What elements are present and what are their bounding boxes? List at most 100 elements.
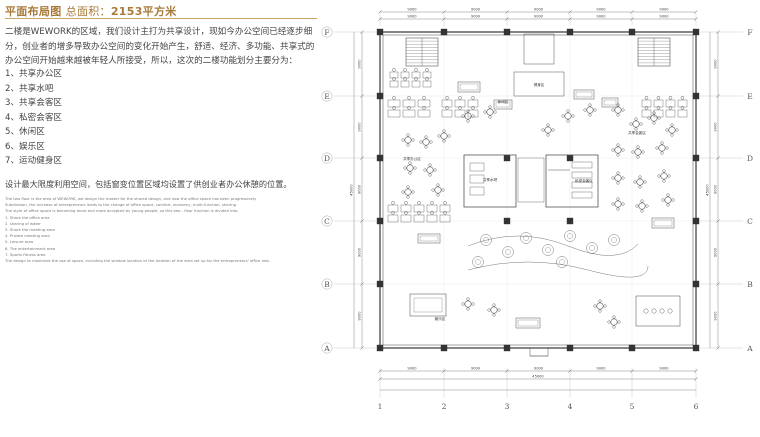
workstation-desk bbox=[411, 80, 421, 88]
workstation-desk bbox=[389, 80, 399, 88]
round-table bbox=[614, 106, 622, 114]
chair bbox=[641, 150, 645, 154]
zone-item: 1、共享办公区 bbox=[5, 69, 63, 79]
dimension-tick bbox=[378, 10, 382, 14]
planter bbox=[608, 234, 620, 246]
dimension-text: 9000 bbox=[471, 367, 481, 371]
chair bbox=[629, 122, 633, 126]
chair bbox=[571, 114, 575, 118]
zone-item: 2、共享水吧 bbox=[5, 83, 54, 94]
structural-column bbox=[503, 154, 511, 162]
chair bbox=[612, 325, 616, 329]
workstation-chair bbox=[425, 77, 429, 81]
chair bbox=[461, 114, 465, 118]
area-label: 总面积： bbox=[65, 5, 111, 18]
chair bbox=[406, 143, 410, 147]
structural-column bbox=[566, 217, 574, 225]
round-table bbox=[544, 126, 552, 134]
structural-column bbox=[440, 344, 448, 352]
core-corridor bbox=[517, 157, 545, 203]
round-table bbox=[614, 146, 622, 154]
chair bbox=[598, 309, 602, 313]
chair bbox=[616, 171, 620, 175]
pool-table-felt bbox=[413, 297, 443, 313]
dimension-text: 9000 bbox=[358, 311, 362, 321]
workstation-chair bbox=[668, 96, 673, 100]
sofa bbox=[493, 99, 513, 110]
workstation-desk bbox=[389, 71, 399, 79]
dimension-text: 9000 bbox=[471, 15, 481, 19]
workstation-chair bbox=[391, 201, 395, 205]
chair bbox=[647, 116, 651, 120]
workstation-desk bbox=[400, 204, 412, 213]
pool-table bbox=[409, 293, 447, 317]
workstation-chair bbox=[392, 68, 396, 72]
core-table bbox=[469, 174, 485, 184]
building-walls bbox=[376, 28, 700, 357]
workstation-desk bbox=[422, 80, 432, 88]
chair bbox=[408, 171, 412, 175]
workstation-chair bbox=[471, 96, 475, 100]
sofa bbox=[515, 317, 541, 329]
round-table bbox=[668, 126, 676, 134]
workstation-chair bbox=[656, 96, 661, 100]
fitness-equipment bbox=[659, 308, 665, 314]
chair bbox=[428, 173, 432, 177]
zone-item: 5、休闲区 bbox=[5, 127, 45, 137]
english-line: 5. Leisure area bbox=[5, 239, 34, 245]
english-line: 6. The entertainment area bbox=[5, 245, 56, 251]
row-axis-label-left: D bbox=[324, 154, 330, 163]
dimension-text: 9000 bbox=[596, 8, 606, 12]
workstation-desk bbox=[413, 204, 425, 213]
chair bbox=[621, 202, 625, 206]
workstation-desk bbox=[665, 99, 676, 108]
chair bbox=[566, 119, 570, 123]
dimension-total-text: 45000 bbox=[706, 184, 710, 196]
chair bbox=[561, 114, 565, 118]
workstation-desk bbox=[454, 99, 466, 108]
round-table bbox=[660, 172, 668, 180]
workstation-desk bbox=[387, 214, 399, 223]
round-table bbox=[404, 188, 412, 196]
chair bbox=[675, 128, 679, 132]
round-table bbox=[426, 166, 434, 174]
chair bbox=[598, 299, 602, 303]
chair bbox=[487, 308, 491, 312]
structural-column bbox=[692, 217, 700, 225]
round-table bbox=[464, 112, 472, 120]
round-table bbox=[632, 120, 640, 128]
room-label: 共享办公区 bbox=[403, 156, 421, 161]
chair bbox=[466, 109, 470, 113]
chair bbox=[442, 139, 446, 143]
workstation-chair bbox=[404, 211, 408, 215]
chair bbox=[670, 123, 674, 127]
planter bbox=[542, 244, 554, 256]
sofa bbox=[601, 97, 619, 108]
chair bbox=[662, 179, 666, 183]
chair bbox=[551, 128, 555, 132]
dimension-text: 9000 bbox=[659, 8, 669, 12]
dimension-text: 9000 bbox=[358, 122, 362, 132]
dimension-tick bbox=[630, 10, 634, 14]
structural-column bbox=[376, 280, 384, 288]
workstation-desk bbox=[422, 71, 432, 79]
chair bbox=[655, 146, 659, 150]
structural-column bbox=[376, 154, 384, 162]
sofa-cushion bbox=[517, 319, 539, 327]
chair bbox=[461, 302, 465, 306]
chair bbox=[643, 180, 647, 184]
chair bbox=[436, 193, 440, 197]
dimension-text: 9000 bbox=[407, 15, 417, 19]
chair bbox=[657, 116, 661, 120]
structural-column bbox=[376, 344, 384, 352]
workstation-desk bbox=[441, 109, 453, 118]
chair bbox=[633, 180, 637, 184]
structural-column bbox=[692, 28, 700, 36]
round-table bbox=[440, 132, 448, 140]
sofa bbox=[457, 81, 481, 93]
structural-column bbox=[440, 28, 448, 36]
workstation-chair bbox=[471, 106, 475, 110]
workstation-desk bbox=[439, 204, 451, 213]
